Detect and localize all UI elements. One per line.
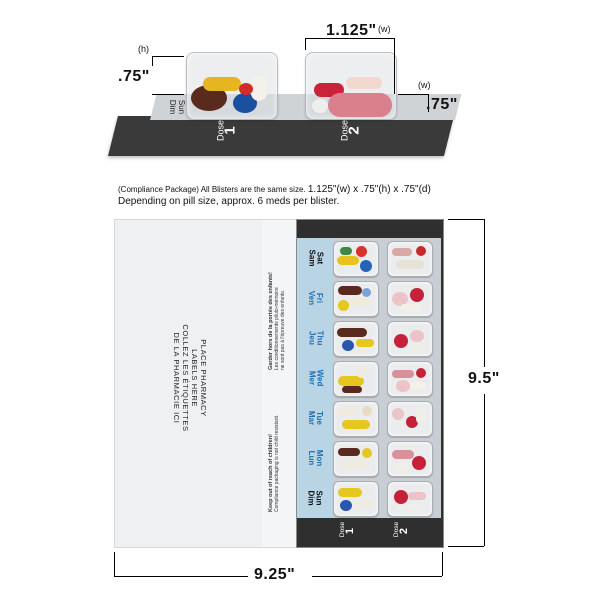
top-blister-2 [305,52,397,120]
dim-card-width-tick-right [442,552,443,576]
caption-line-1: (Compliance Package) All Blisters are th… [118,184,431,195]
warning-french: Garder hors de la portée des enfants! Le… [268,272,286,370]
dim-height-label: .75" [118,68,150,85]
blister-wed-dose-2 [387,361,433,397]
warning-fr-body-2: ne sont pas à l'épreuve des enfants. [280,289,286,370]
dim-depth-label: .75" [426,96,458,113]
dim-height-tag: (h) [138,44,149,54]
top-blister-1 [186,52,278,120]
day-thu-text: Thu Jeu [306,331,324,346]
dim-width-tick-right [394,38,395,94]
card-warning-panel [262,219,296,548]
dim-width-line [305,38,395,39]
dim-card-width-line-left [114,576,248,577]
day-sat-text: Sat Sam [307,249,324,267]
card-dose-1-num: 1 [344,527,357,535]
pill [312,99,328,113]
day-sun: Sun Dim [297,478,333,518]
day-fr: Ven [306,290,316,306]
day-wed-text: Wed Mer [307,370,324,387]
day-column: Sat Sam Fri Ven Thu Jeu Wed Mer Tue Mar … [297,238,333,518]
card-label-panel [114,219,264,548]
top-day-en: Sun [177,99,186,115]
dim-card-width-tick-left [114,552,115,576]
pill [346,77,382,89]
dim-card-height-label: 9.5" [468,370,500,387]
dim-card-height-tick-top [448,219,484,220]
warning-en-body: Compliance packaging is not child resist… [274,414,280,512]
blister-tue-dose-2 [387,401,433,437]
pill [251,75,267,101]
dim-depth-line [398,94,428,95]
dim-card-height-line-upper [484,219,485,367]
blister-thu-dose-2 [387,321,433,357]
pill [203,77,241,91]
dim-depth-vert [428,94,429,112]
dim-card-width-line-right [312,576,442,577]
day-fri-text: Fri Ven [306,290,324,306]
top-day-fr: Dim [168,99,177,115]
day-tue: Tue Mar [297,398,333,438]
dim-width-label: 1.125" [326,22,377,39]
day-en: Sun [315,490,324,506]
pharmacy-label-area: PLACE PHARMACY LABELS HERE COLLEZ LES ÉT… [172,288,208,468]
top-dose-2-num: 2 [345,126,363,135]
warning-english: Keep out of reach of children! Complianc… [268,415,280,512]
day-fr: Sam [307,249,316,267]
day-thu: Thu Jeu [297,318,333,358]
day-wed: Wed Mer [297,358,333,398]
top-day-label: Sun Dim [160,92,186,122]
top-tray-base [108,116,454,156]
top-dose-1-num: 1 [221,126,239,135]
dim-height-tick-top [152,56,184,57]
blister-thu-dose-1 [333,321,379,357]
card-dose-2-num: 2 [398,527,411,535]
pill [328,93,392,117]
day-mon-text: Mon Lun [307,450,324,466]
pill [239,83,253,95]
day-mon: Mon Lun [297,438,333,478]
pill [233,93,257,113]
blister-mon-dose-2 [387,441,433,477]
day-en: Tue [314,411,324,425]
caption-prefix: (Compliance Package) All Blisters are th… [118,185,306,194]
blister-wed-dose-1 [333,361,379,397]
dim-width-tag: (w) [378,24,391,34]
dim-card-height-line-lower [484,394,485,546]
day-sat: Sat Sam [297,238,333,278]
day-fr: Mer [307,370,316,386]
day-en: Fri [314,292,324,304]
blister-fri-dose-1 [333,281,379,317]
dim-height-tick-bottom [152,94,184,95]
blister-sun-dose-2 [387,481,433,517]
day-sun-text: Sun Dim [307,490,324,506]
caption-dims: 1.125"(w) x .75"(h) x .75"(d) [307,184,431,195]
blister-sun-dose-1 [333,481,379,517]
blister-mon-dose-1 [333,441,379,477]
blister-sat-dose-1 [333,241,379,277]
pharmacy-line-4: DE LA PHARMACIE ICI [172,332,181,424]
card-dose-1: Dose 1 [333,518,387,544]
day-fr: Lun [307,450,316,466]
pharmacy-line-2: LABELS HERE [190,349,199,407]
dim-width-tick-left [305,38,306,50]
pharmacy-line-3: COLLEZ LES ÉTIQUETTES [181,324,190,432]
dim-height-vert [152,56,153,66]
day-fri: Fri Ven [297,278,333,318]
blister-sat-dose-2 [387,241,433,277]
blister-fri-dose-2 [387,281,433,317]
day-tue-text: Tue Mar [306,410,324,426]
day-fr: Dim [307,490,316,506]
day-fr: Jeu [306,331,316,345]
dim-card-height-tick-bottom [448,546,484,547]
dim-depth-tag: (w) [418,80,431,90]
pharmacy-line-1: PLACE PHARMACY [199,339,208,417]
day-fr: Mar [306,410,316,426]
caption-line-2: Depending on pill size, approx. 6 meds p… [118,196,340,207]
card-dose-2: Dose 2 [387,518,441,544]
blister-tue-dose-1 [333,401,379,437]
dim-card-width-label: 9.25" [254,566,296,583]
